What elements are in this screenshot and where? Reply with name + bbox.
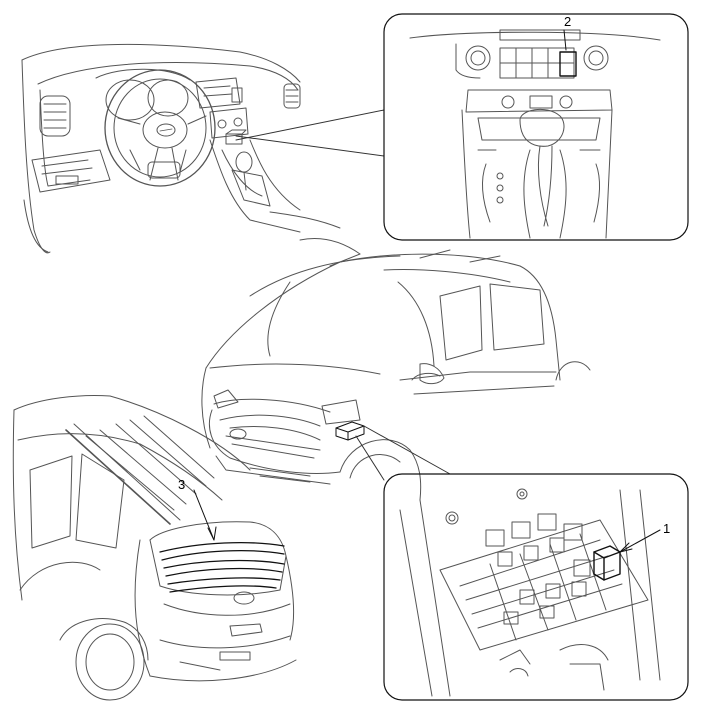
fuse-box-location-marker — [335, 421, 451, 481]
detail-box-fuse-box — [383, 473, 689, 701]
callout-number-3: 3 — [178, 477, 186, 492]
front-vehicle-illustration — [201, 238, 591, 501]
steering-wheel-icon — [104, 69, 216, 187]
connector-2 — [559, 51, 577, 77]
callout-number-1: 1 — [663, 521, 671, 536]
rear-window-heater-grid-icon — [159, 542, 285, 593]
rear-vehicle-illustration — [12, 395, 297, 701]
callout-number-2: 2 — [564, 14, 572, 29]
detail-box-center-console — [383, 13, 689, 241]
relay-icon — [593, 545, 621, 581]
kia-logo-icon — [156, 123, 176, 137]
dashboard-illustration — [21, 43, 385, 254]
fuse-box-icon — [439, 513, 649, 651]
